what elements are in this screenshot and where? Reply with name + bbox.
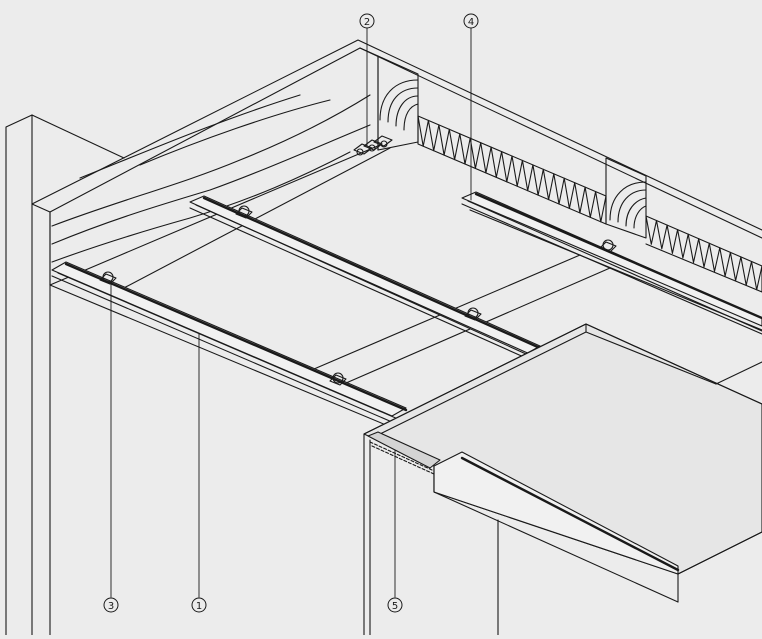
channel-rail-front [51,261,408,423]
callout-1-label: 1 [196,601,202,612]
partition-wall [363,323,762,636]
acoustic-seal [367,431,441,475]
insulation-strip [417,115,762,293]
callout-3-label: 3 [108,601,114,612]
callout-marker-2: 2 [359,13,375,29]
timber-beam [31,39,762,286]
callout-4-label: 4 [468,17,474,28]
channel-rail-middle [189,195,542,359]
callout-marker-5: 5 [387,597,403,613]
leader-lines [110,27,472,598]
left-wall [5,114,125,636]
callout-5-label: 5 [392,601,398,612]
callout-marker-1: 1 [191,597,207,613]
callout-marker-4: 4 [463,13,479,29]
end-grain-timber [377,55,647,239]
callout-marker-3: 3 [103,597,119,613]
hanger-clips [353,135,393,156]
callout-2-label: 2 [364,17,370,28]
